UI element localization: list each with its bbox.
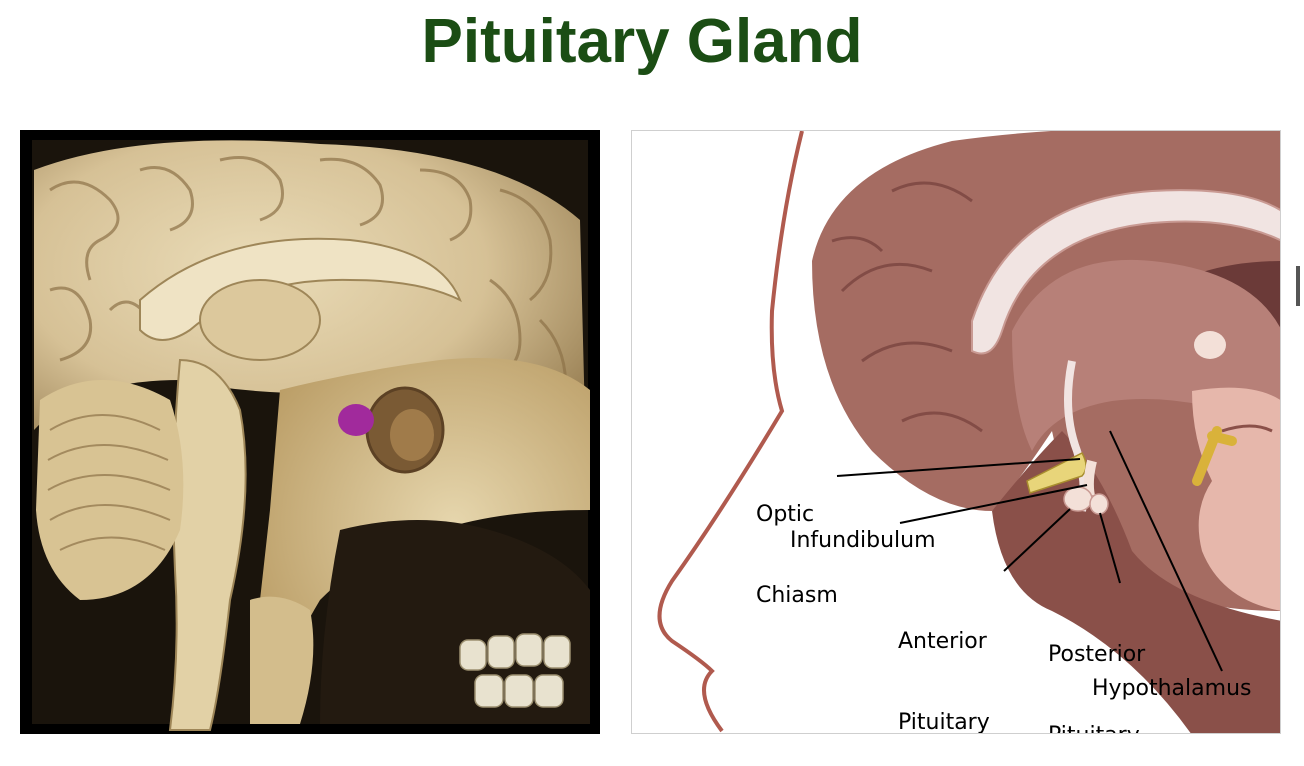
label-optic-chiasm-line2: Chiasm [756,583,838,608]
label-hypothalamus: Hypothalamus [1092,676,1252,701]
label-optic-chiasm-line1: Optic [756,502,815,527]
teeth [459,633,571,708]
label-infundibulum: Infundibulum [790,528,936,553]
posterior-pituitary-shape [1089,493,1109,515]
label-anterior-pituitary: Anterior Pituitary [898,574,990,734]
face-profile [657,131,804,733]
label-anterior-pituitary-line1: Anterior [898,629,987,654]
label-posterior-pituitary-line1: Posterior [1048,642,1146,667]
pituitary-diagram: Optic Chiasm Infundibulum Anterior Pitui… [631,130,1281,734]
anterior-pituitary-shape [1063,486,1093,512]
label-posterior-pituitary-line2: Pituitary [1048,722,1145,733]
slide-title: Pituitary Gland [421,7,863,76]
brain-specimen-image [32,140,590,731]
label-posterior-pituitary: Posterior Pituitary [1048,587,1146,733]
scrollbar-edge [1296,266,1300,306]
brain-illustration [657,131,1280,733]
brain-specimen-photo [20,130,600,734]
label-anterior-pituitary-line2: Pituitary [898,710,990,734]
pituitary-highlight [338,404,374,436]
label-optic-chiasm: Optic Chiasm [756,447,838,663]
corpus-callosum [971,189,1280,355]
leader-lines [836,430,1223,672]
